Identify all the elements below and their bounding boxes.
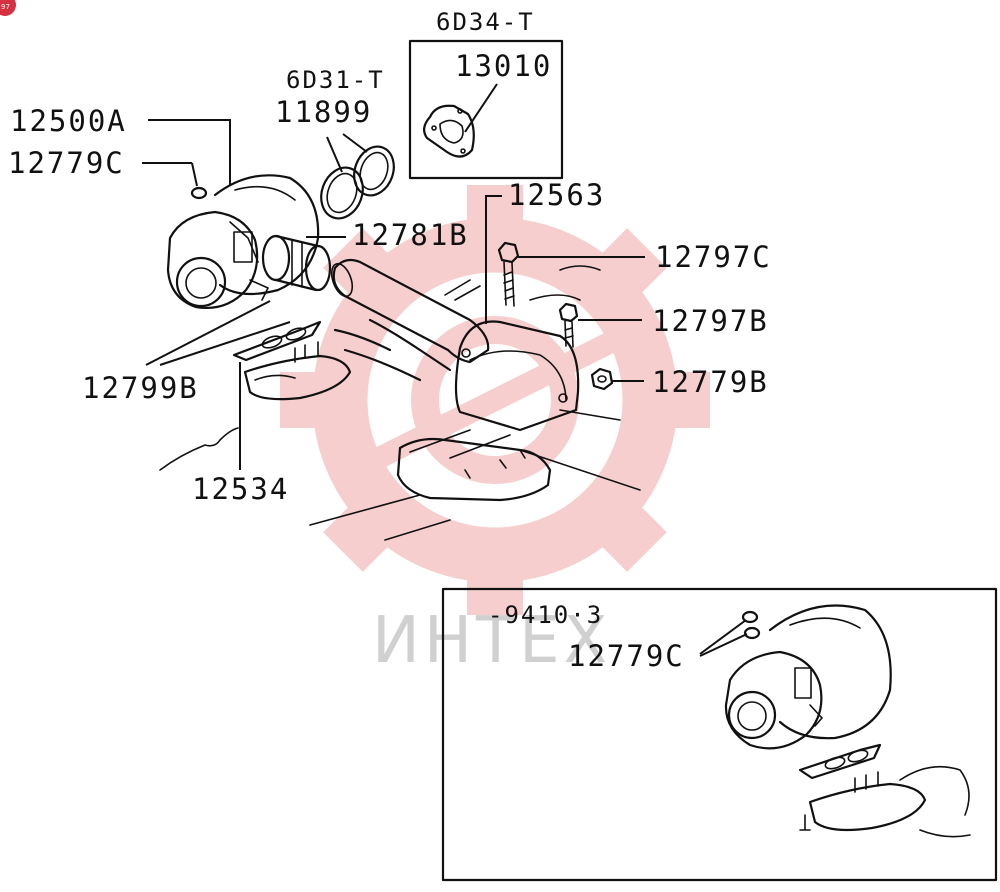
cylinder-head-outline-icon [159,427,239,471]
flange-gasket-icon [798,743,882,780]
label-12781b: 12781B [352,218,469,252]
label-12797c: 12797C [655,240,772,274]
watermark-gear-icon [280,185,710,615]
label-12563: 12563 [508,178,605,212]
small-gasket-icon [743,626,761,640]
label-12534: 12534 [192,472,289,506]
corner-badge-text: 97 [1,3,10,11]
turbocharger-icon [724,604,892,750]
small-gasket-icon [190,186,208,200]
exhaust-manifold-icon [309,265,641,541]
turbocharger-icon [166,174,320,309]
intake-pipe-icon [330,258,580,432]
gasket-ring-icon [353,145,395,197]
bolt-icon [497,241,520,307]
label-12797b: 12797B [652,304,769,338]
inset-lower: -9410·3 12779C [441,587,998,882]
gasket-ring-icon [320,166,364,220]
flange-gasket-icon [232,320,322,362]
label-12779b: 12779B [652,365,769,399]
gasket-flange-icon [423,104,475,158]
label-13010: 13010 [455,49,552,83]
variant-6d31t-label: 6D31-T [286,66,385,94]
small-gasket-icon [741,610,759,624]
corner-badge: 97 [0,0,16,16]
label-11899: 11899 [275,95,372,129]
nut-icon [590,367,614,391]
hose-icon [261,234,332,292]
label-12779c: 12779C [8,146,125,180]
inset-6d34t: 6D34-T 13010 [408,8,564,180]
label-12799b: 12799B [82,371,199,405]
manifold-studs-icon [243,341,352,401]
inset-6d34t-label: 6D34-T [436,8,535,36]
inset-lower-label: -9410·3 [488,601,603,629]
watermark-text: ИНТЕХ [372,604,611,678]
label-12500a: 12500A [10,104,127,138]
bolt-icon [558,302,579,348]
inset-label-12779c: 12779C [568,639,685,673]
manifold-studs-icon [799,765,971,838]
